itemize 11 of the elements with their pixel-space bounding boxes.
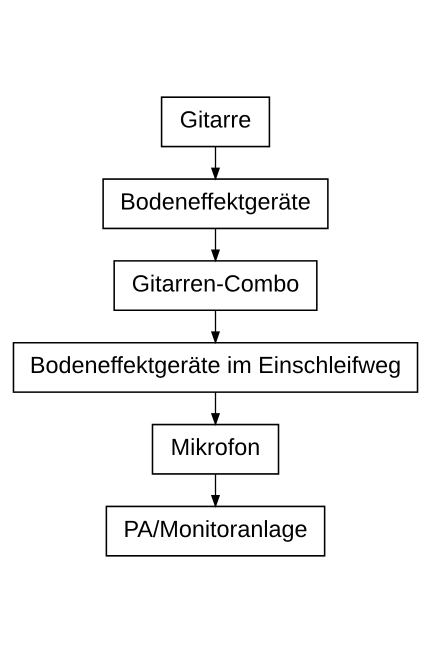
arrow (210, 474, 220, 508)
arrow (210, 392, 220, 426)
node-box: Bodeneffektgeräte im Einschleifweg (12, 342, 418, 393)
node-box: Mikrofon (152, 424, 280, 475)
arrow (210, 146, 220, 181)
node-box: Gitarre (160, 96, 270, 148)
arrow (210, 228, 220, 262)
node-box: Gitarren-Combo (113, 260, 318, 312)
arrow (210, 310, 220, 344)
node-box: PA/Monitoranlage (106, 506, 326, 557)
node-box: Bodeneffektgeräte (102, 178, 329, 230)
